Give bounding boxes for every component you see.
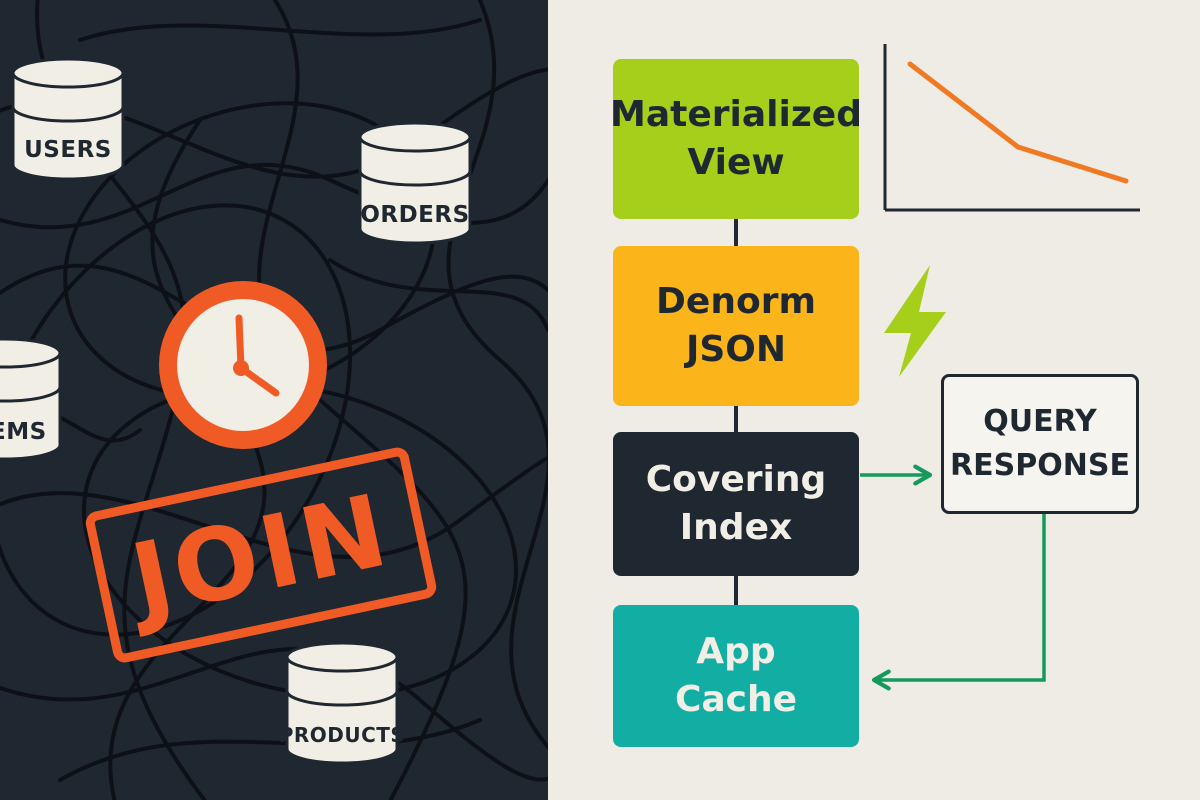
lightning-icon bbox=[884, 265, 946, 377]
covering-index-box bbox=[613, 432, 859, 576]
materialized-view-box bbox=[613, 59, 859, 219]
users-database-icon bbox=[11, 57, 125, 181]
app-cache-box bbox=[613, 605, 859, 747]
query-response-box bbox=[941, 374, 1139, 514]
orders-database-icon bbox=[358, 121, 472, 245]
clock-icon bbox=[159, 281, 327, 449]
denorm-json-box bbox=[613, 246, 859, 406]
products-database-icon bbox=[285, 641, 399, 765]
response-to-cache-arrow bbox=[871, 514, 1046, 691]
join-chaos-panel: USERS ORDERS EMS PRODUCTS bbox=[0, 0, 548, 800]
tangled-lines bbox=[0, 0, 548, 800]
downward-trend-chart bbox=[883, 44, 1140, 212]
items-database-icon bbox=[0, 337, 62, 461]
